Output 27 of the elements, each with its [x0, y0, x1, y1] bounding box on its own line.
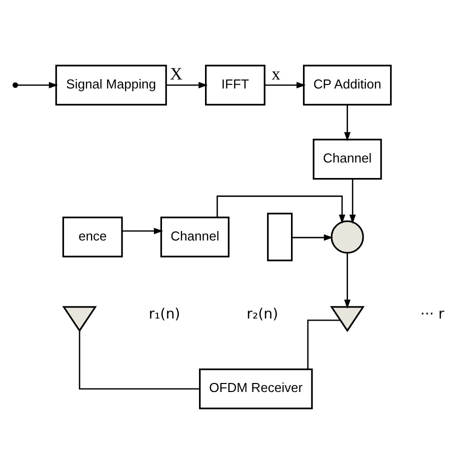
arrow: [344, 104, 350, 142]
arrow: [348, 178, 356, 224]
node-box: [266, 212, 292, 262]
edge-label: X: [169, 63, 182, 84]
arrow: [166, 82, 208, 88]
label: r₂(n): [246, 306, 278, 323]
arrow: [216, 196, 345, 224]
node-triangle: [330, 306, 364, 332]
node-box: CP Addition: [302, 64, 392, 106]
node-box: Channel: [312, 138, 382, 180]
node-box: Channel: [160, 216, 229, 258]
label: r₁(n): [148, 306, 180, 323]
connector: [306, 320, 340, 370]
edge-label: x: [271, 63, 280, 84]
arrow: [122, 228, 163, 234]
node-box: Signal Mapping: [54, 64, 166, 106]
arrow: [264, 82, 306, 88]
node-box: OFDM Receiver: [198, 368, 312, 410]
node-circle: [330, 220, 364, 254]
node-triangle: [62, 306, 96, 332]
arrow: [291, 234, 333, 241]
arrow: [16, 82, 58, 88]
node-box: IFFT: [204, 64, 265, 106]
connector: [78, 330, 200, 390]
node-box: ence: [62, 216, 122, 258]
label: ··· r: [420, 306, 444, 323]
arrow: [344, 253, 350, 309]
